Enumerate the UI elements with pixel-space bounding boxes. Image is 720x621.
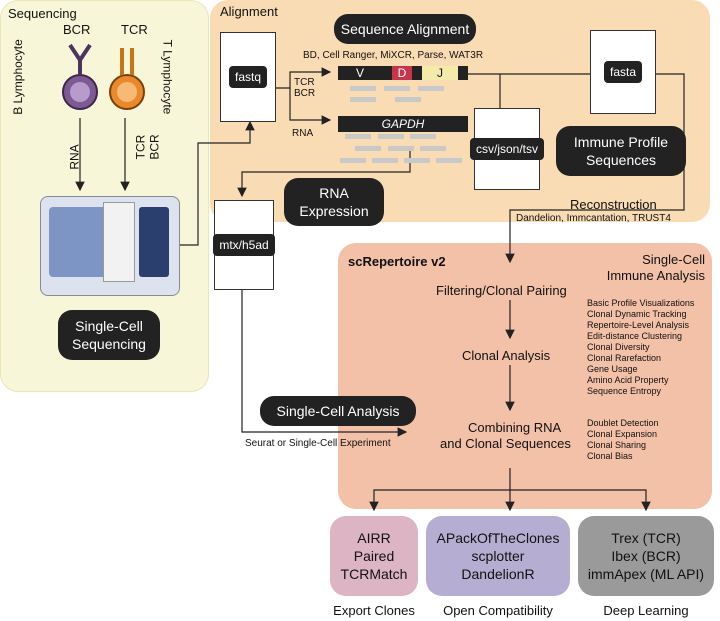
reconstruction-label: Reconstruction xyxy=(570,197,657,212)
tcr-arrow-label: TCR xyxy=(133,134,148,160)
rna-expression-pill: RNA Expression xyxy=(284,178,384,226)
sequencer-machine-icon xyxy=(40,196,180,296)
tcr-label: TCR xyxy=(121,22,148,37)
sequence-alignment-pill: Sequence Alignment xyxy=(334,14,476,44)
alignment-title: Alignment xyxy=(220,4,278,19)
screpertoire-title: scRepertoire v2 xyxy=(348,254,446,269)
deep-learning-card: Trex (TCR) Ibex (BCR) immApex (ML API) xyxy=(578,516,714,596)
export-clones-label: Export Clones xyxy=(333,603,415,618)
fastq-file: fastq xyxy=(220,32,276,122)
bcr-arrow-label: BCR xyxy=(147,134,162,160)
combining-item: Clonal Sharing xyxy=(587,440,647,450)
sequencing-title: Sequencing xyxy=(8,6,77,21)
csv-file: csv/json/tsv xyxy=(470,108,545,190)
analysis-item: Repertoire-Level Analysis xyxy=(587,320,690,330)
open-compatibility-card: APackOfTheClones scplotter DandelionR xyxy=(426,516,570,596)
immune-analysis-line2: Immune Analysis xyxy=(606,268,705,283)
single-cell-analysis-pill: Single-Cell Analysis xyxy=(260,396,416,426)
open-compatibility-label: Open Compatibility xyxy=(443,603,553,618)
v-segment: V xyxy=(356,66,365,80)
clonal-analysis-label: Clonal Analysis xyxy=(462,348,551,363)
rna-label: RNA xyxy=(67,144,82,170)
immune-analysis-line1: Single-Cell xyxy=(642,252,705,267)
bcr-label: BCR xyxy=(63,22,91,37)
immune-profile-line1: Immune Profile xyxy=(573,134,669,150)
analysis-item: Amino Acid Property xyxy=(587,375,669,385)
immune-profile-pill: Immune Profile Sequences xyxy=(556,126,686,176)
mtx-label: mtx/h5ad xyxy=(213,234,275,256)
analysis-item: Sequence Entropy xyxy=(587,386,662,396)
export-line3: TCRMatch xyxy=(340,566,408,582)
compat-line1: APackOfTheClones xyxy=(436,530,560,546)
fasta-file: fasta xyxy=(590,30,656,114)
rna-expression-line2: Expression xyxy=(299,203,369,219)
d-segment: D xyxy=(392,66,412,80)
csv-label: csv/json/tsv xyxy=(470,138,545,160)
deep-learning-label: Deep Learning xyxy=(603,603,689,618)
analysis-list: Basic Profile Visualizations Clonal Dyna… xyxy=(587,298,694,397)
export-line2: Paired xyxy=(353,548,395,564)
combining-list: Doublet Detection Clonal Expansion Clona… xyxy=(587,418,659,462)
analysis-item: Basic Profile Visualizations xyxy=(587,298,695,308)
analysis-item: Gene Usage xyxy=(587,364,638,374)
j-segment: J xyxy=(422,66,458,80)
dl-line3: immApex (ML API) xyxy=(587,566,705,582)
analysis-item: Clonal Rarefaction xyxy=(587,353,662,363)
analysis-item: Clonal Diversity xyxy=(587,342,650,352)
gapdh-bar: GAPDH xyxy=(338,116,468,132)
tcr-branch-label: TCR xyxy=(294,77,315,88)
compat-line3: DandelionR xyxy=(461,566,535,582)
alignment-tools: BD, Cell Ranger, MiXCR, Parse, WAT3R xyxy=(303,50,484,61)
combining-item: Clonal Bias xyxy=(587,451,633,461)
rna-branch-label: RNA xyxy=(292,128,314,139)
combining-item: Clonal Expansion xyxy=(587,429,658,439)
immune-profile-line2: Sequences xyxy=(585,152,657,168)
combining-item: Doublet Detection xyxy=(587,418,659,428)
seurat-label: Seurat or Single-Cell Experiment xyxy=(245,438,391,449)
rna-expression-line1: RNA xyxy=(319,185,349,201)
dl-line1: Trex (TCR) xyxy=(611,530,681,546)
filtering-label: Filtering/Clonal Pairing xyxy=(436,283,567,298)
combining-line2: and Clonal Sequences xyxy=(440,436,571,451)
single-cell-sequencing-pill: Single-Cell Sequencing xyxy=(58,310,160,360)
analysis-item: Clonal Dynamic Tracking xyxy=(587,309,687,319)
dl-line2: Ibex (BCR) xyxy=(611,548,681,564)
reconstruction-tools: Dandelion, Immcantation, TRUST4 xyxy=(516,213,671,224)
fastq-label: fastq xyxy=(228,66,267,88)
compat-line2: scplotter xyxy=(471,548,525,564)
analysis-item: Edit-distance Clustering xyxy=(587,331,683,341)
fasta-label: fasta xyxy=(603,61,642,83)
screpertoire-panel xyxy=(338,243,712,509)
export-line1: AIRR xyxy=(357,530,391,546)
combining-line1: Combining RNA xyxy=(468,420,562,435)
single-cell-line1: Single-Cell xyxy=(75,318,143,334)
export-clones-card: AIRR Paired TCRMatch xyxy=(330,516,418,596)
mtx-file: mtx/h5ad xyxy=(213,200,275,290)
bcr-branch-label: BCR xyxy=(294,88,316,99)
single-cell-line2: Sequencing xyxy=(72,336,146,352)
